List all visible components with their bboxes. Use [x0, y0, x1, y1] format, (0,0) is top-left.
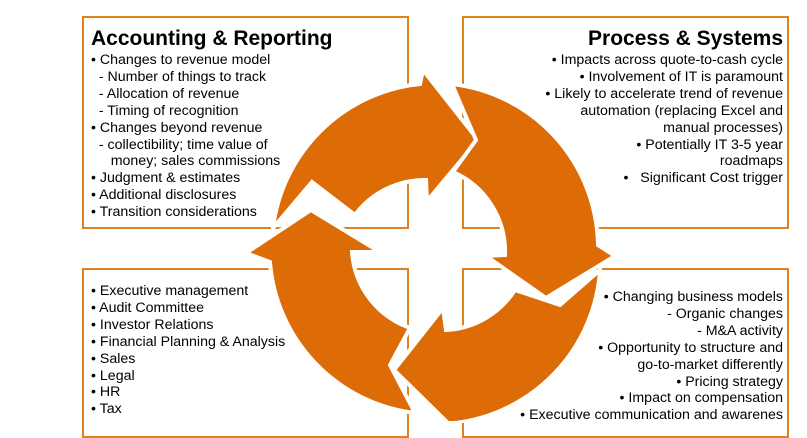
list-item: • Executive management [91, 283, 249, 299]
list-item: • HR [91, 384, 121, 401]
list-item: - Allocation of revenue [91, 85, 240, 102]
process-systems-title: Process & Systems [588, 27, 783, 50]
accounting-reporting-title: Accounting & Reporting [91, 27, 333, 50]
list-item: • Impact on compensation [619, 390, 783, 407]
accounting-reporting-list: • Changes to revenue model - Number of t… [91, 52, 280, 221]
list-item: • Investor Relations [91, 316, 214, 333]
right-arrow-icon [448, 81, 619, 301]
list-item: • Changes to revenue model [91, 52, 271, 68]
list-item: • Financial Planning & Analysis [91, 333, 286, 350]
list-item: • Sales [91, 350, 136, 367]
list-item: • Transition considerations [91, 204, 257, 221]
list-item: • Significant Cost trigger [623, 170, 783, 187]
business-list: • Changing business models - Organic cha… [520, 289, 783, 424]
cycle-diagram [241, 65, 619, 423]
list-item: • Pricing strategy [676, 373, 783, 390]
list-item: • Changing business models [603, 289, 783, 305]
list-item: - M&A activity [697, 322, 783, 339]
list-item: - Number of things to track [91, 68, 267, 85]
list-item: - Organic changes [667, 305, 783, 322]
list-item: money; sales commissions [91, 153, 281, 170]
list-item: automation (replacing Excel and [580, 102, 783, 119]
list-item: • Executive communication and awarenes [520, 407, 783, 424]
stakeholders-list: • Executive management • Audit Committee… [91, 283, 285, 418]
list-item: • Potentially IT 3-5 year [636, 136, 783, 153]
list-item: manual processes) [663, 119, 783, 136]
list-item: go-to-market differently [637, 356, 783, 373]
list-item: - Timing of recognition [91, 102, 239, 119]
list-item: • Tax [91, 401, 122, 418]
list-item: • Impacts across quote-to-cash cycle [551, 52, 783, 68]
list-item: roadmaps [719, 153, 783, 170]
list-item: • Opportunity to structure and [598, 339, 783, 356]
list-item: • Additional disclosures [91, 187, 237, 204]
process-systems-list: • Impacts across quote-to-cash cycle • I… [545, 52, 783, 187]
bottom-arrow-icon [391, 265, 603, 423]
list-item: • Audit Committee [91, 299, 204, 316]
list-item: • Changes beyond revenue [91, 119, 263, 136]
list-item: • Likely to accelerate trend of revenue [545, 85, 783, 102]
left-arrow-icon [241, 207, 419, 416]
list-item: - collectibility; time value of [91, 136, 268, 153]
list-item: • Involvement of IT is paramount [579, 68, 783, 85]
top-arrow-icon [270, 65, 481, 235]
list-item: • Legal [91, 367, 135, 384]
list-item: • Judgment & estimates [91, 170, 241, 187]
